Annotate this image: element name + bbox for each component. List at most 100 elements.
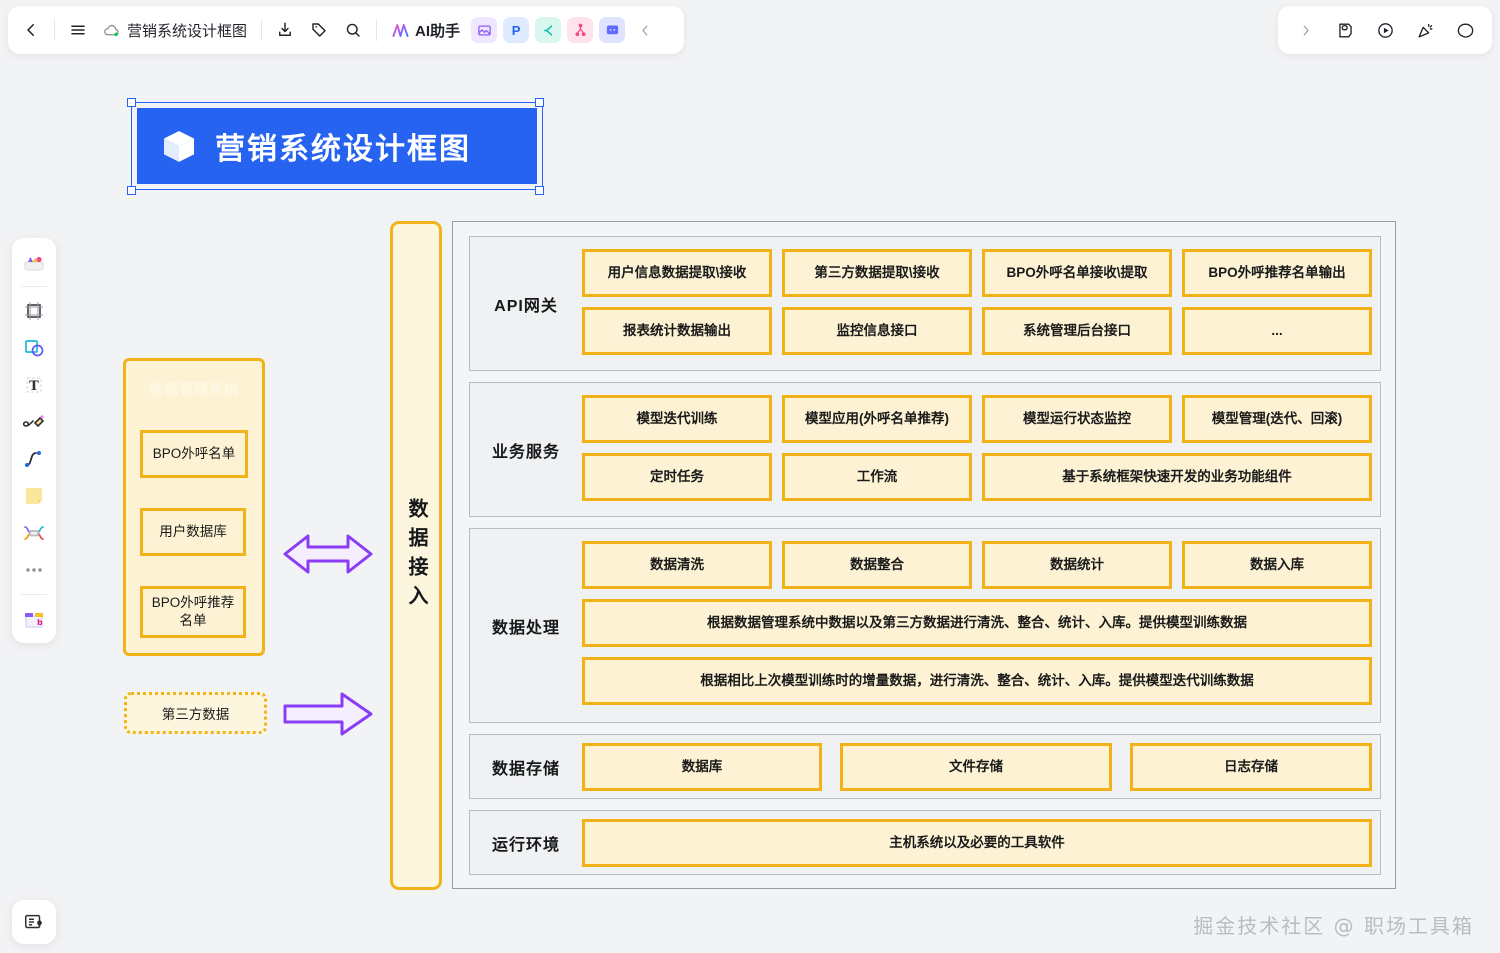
cloud-sync-icon [103, 22, 120, 39]
rail-divider [21, 286, 47, 287]
cell-dp-0-0[interactable]: 数据清洗 [582, 541, 772, 589]
cell-ds-0-1[interactable]: 文件存储 [840, 743, 1112, 791]
cell-api-1-2[interactable]: 系统管理后台接口 [982, 307, 1172, 355]
title-banner[interactable]: 营销系统设计框图 [137, 108, 537, 184]
cell-ds-0-0[interactable]: 数据库 [582, 743, 822, 791]
sticky-note-icon[interactable] [17, 479, 51, 513]
cell-dp-2-0[interactable]: 根据相比上次模型训练时的增量数据，进行清洗、整合、统计、入库。提供模型迭代训练数… [582, 657, 1372, 705]
cell-dp-0-1[interactable]: 数据整合 [782, 541, 972, 589]
frame-icon[interactable] [17, 294, 51, 328]
toolbar-collapse-button[interactable] [628, 13, 662, 47]
document-title-text: 营销系统设计框图 [127, 22, 248, 40]
cell-biz-0-0[interactable]: 模型迭代训练 [582, 395, 772, 443]
section-business-service: 业务服务 模型迭代训练 模型应用(外呼名单推荐) 模型运行状态监控 模型管理(迭… [469, 382, 1381, 517]
toolbar-divider-2 [261, 19, 263, 41]
mindmap-app-icon[interactable] [535, 17, 562, 43]
cell-biz-0-2[interactable]: 模型运行状态监控 [982, 395, 1172, 443]
watermark: 掘金技术社区 @ 职场工具箱 [1193, 914, 1474, 938]
cell-biz-1-1[interactable]: 工作流 [782, 453, 972, 501]
presentation-icon[interactable] [12, 900, 56, 944]
selection-handle-tr[interactable] [535, 98, 544, 107]
architecture-panel: API网关 用户信息数据提取\接收 第三方数据提取\接收 BPO外呼名单接收\提… [452, 221, 1396, 889]
section-data-storage: 数据存储 数据库 文件存储 日志存储 [469, 734, 1381, 799]
banner-title-text: 营销系统设计框图 [215, 132, 471, 167]
back-button[interactable] [14, 13, 48, 47]
cell-api-1-3[interactable]: ... [1182, 307, 1372, 355]
cell-dp-0-3[interactable]: 数据入库 [1182, 541, 1372, 589]
play-circle-icon[interactable] [1368, 13, 1402, 47]
text-icon[interactable]: T [17, 368, 51, 402]
more-icon[interactable] [17, 553, 51, 587]
section-body-business-service: 模型迭代训练 模型应用(外呼名单推荐) 模型运行状态监控 模型管理(迭代、回滚)… [582, 383, 1380, 516]
cell-rt-0-0[interactable]: 主机系统以及必要的工具软件 [582, 819, 1372, 867]
cell-biz-1-0[interactable]: 定时任务 [582, 453, 772, 501]
cell-ds-0-2[interactable]: 日志存储 [1130, 743, 1372, 791]
lock-doc-icon[interactable] [1328, 13, 1362, 47]
cube-icon [159, 126, 199, 166]
celebrate-icon[interactable] [1408, 13, 1442, 47]
cell-dp-0-2[interactable]: 数据统计 [982, 541, 1172, 589]
ai-assistant-button[interactable]: AI助手 [383, 13, 468, 47]
data-ingest-label: 数据接入 [405, 497, 427, 614]
section-api-gateway: API网关 用户信息数据提取\接收 第三方数据提取\接收 BPO外呼名单接收\提… [469, 236, 1381, 371]
section-data-processing: 数据处理 数据清洗 数据整合 数据统计 数据入库 根据数据管理系统中数据以及第三… [469, 528, 1381, 723]
third-party-data-box[interactable]: 第三方数据 [124, 692, 267, 734]
expand-button[interactable] [1288, 13, 1322, 47]
selection-handle-bl[interactable] [127, 186, 136, 195]
search-icon[interactable] [336, 13, 370, 47]
data-ingest-bar[interactable]: 数据接入 [390, 221, 442, 890]
selection-handle-br[interactable] [535, 186, 544, 195]
cell-dp-1-0[interactable]: 根据数据管理系统中数据以及第三方数据进行清洗、整合、统计、入库。提供模型训练数据 [582, 599, 1372, 647]
board-app-icon[interactable] [599, 17, 626, 43]
data-management-group-title: 数据管理系统 [149, 381, 239, 397]
cell-api-0-2[interactable]: BPO外呼名单接收\提取 [982, 249, 1172, 297]
curve-icon[interactable] [17, 442, 51, 476]
download-icon[interactable] [268, 13, 302, 47]
comment-icon[interactable] [1448, 13, 1482, 47]
top-toolbar: 营销系统设计框图 AI助手 P [8, 6, 684, 54]
section-body-api-gateway: 用户信息数据提取\接收 第三方数据提取\接收 BPO外呼名单接收\提取 BPO外… [582, 237, 1380, 370]
left-box-bpo-list[interactable]: BPO外呼名单 [140, 430, 248, 478]
flow-app-icon[interactable] [567, 17, 594, 43]
cell-biz-0-3[interactable]: 模型管理(迭代、回滚) [1182, 395, 1372, 443]
section-body-runtime-environment: 主机系统以及必要的工具软件 [582, 811, 1380, 874]
section-label-business-service: 业务服务 [491, 443, 560, 461]
bidirectional-arrow [282, 526, 374, 582]
section-label-data-processing: 数据处理 [491, 619, 560, 637]
ppt-app-icon[interactable]: P [503, 17, 530, 43]
svg-text:b: b [37, 618, 43, 627]
top-right-toolbar [1278, 6, 1492, 54]
selection-handle-tl[interactable] [127, 98, 136, 107]
section-runtime-environment: 运行环境 主机系统以及必要的工具软件 [469, 810, 1381, 875]
cell-api-1-0[interactable]: 报表统计数据输出 [582, 307, 772, 355]
templates-icon[interactable] [17, 245, 51, 279]
document-title[interactable]: 营销系统设计框图 [95, 13, 255, 47]
toolbar-divider [54, 19, 55, 41]
section-body-data-processing: 数据清洗 数据整合 数据统计 数据入库 根据数据管理系统中数据以及第三方数据进行… [582, 529, 1380, 722]
cell-api-0-1[interactable]: 第三方数据提取\接收 [782, 249, 972, 297]
mindmap-icon[interactable] [17, 516, 51, 550]
menu-button[interactable] [61, 13, 95, 47]
ai-sparkle-icon [391, 21, 410, 40]
ai-assistant-label: AI助手 [415, 22, 461, 40]
left-tool-rail: T b [12, 238, 56, 643]
cell-biz-0-1[interactable]: 模型应用(外呼名单推荐) [782, 395, 972, 443]
unidirectional-arrow [282, 690, 374, 738]
left-box-user-db[interactable]: 用户数据库 [140, 508, 246, 556]
pen-icon[interactable] [17, 405, 51, 439]
tag-icon[interactable] [302, 13, 336, 47]
toolbar-divider-3 [376, 19, 378, 41]
resources-icon[interactable]: b [17, 602, 51, 636]
cell-api-0-0[interactable]: 用户信息数据提取\接收 [582, 249, 772, 297]
cell-api-0-3[interactable]: BPO外呼推荐名单输出 [1182, 249, 1372, 297]
section-body-data-storage: 数据库 文件存储 日志存储 [582, 735, 1380, 798]
left-box-bpo-recommend[interactable]: BPO外呼推荐名单 [140, 586, 246, 638]
shape-icon[interactable] [17, 331, 51, 365]
section-label-api-gateway: API网关 [494, 297, 558, 315]
cell-biz-1-2[interactable]: 基于系统框架快速开发的业务功能组件 [982, 453, 1372, 501]
image-app-icon[interactable] [471, 17, 498, 43]
section-label-data-storage: 数据存储 [491, 760, 560, 778]
section-label-runtime-environment: 运行环境 [491, 836, 560, 854]
cell-api-1-1[interactable]: 监控信息接口 [782, 307, 972, 355]
